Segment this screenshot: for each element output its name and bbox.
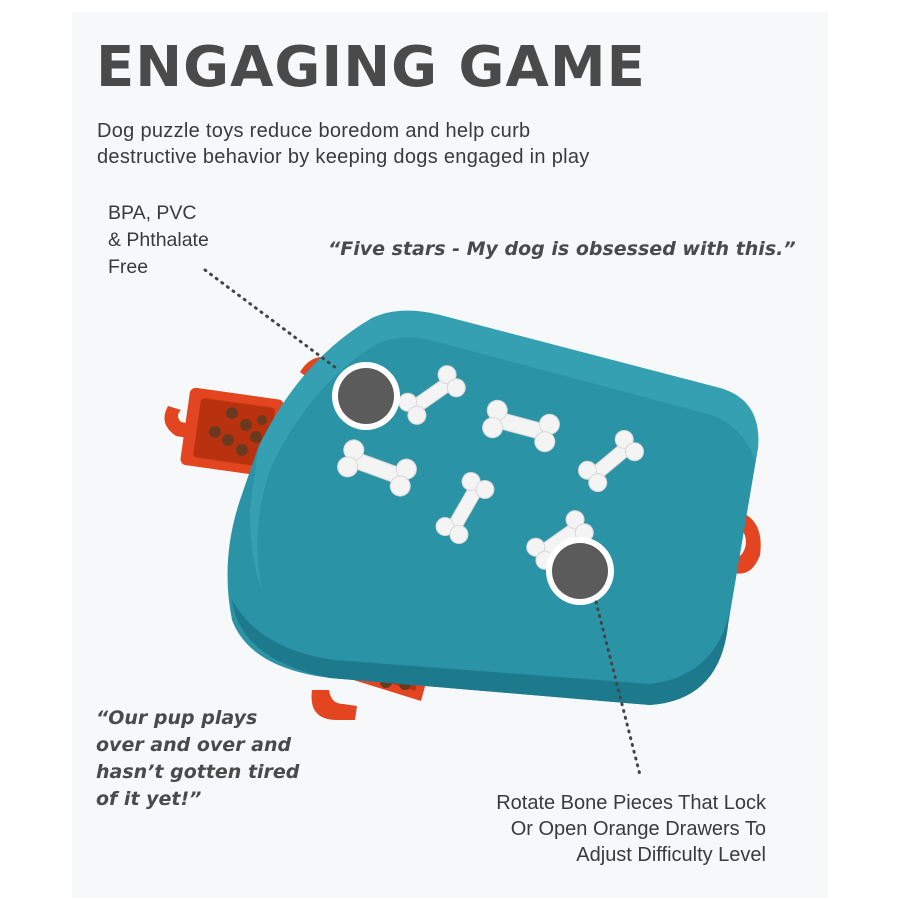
difficulty-callout: Rotate Bone Pieces That Lock Or Open Ora… bbox=[496, 790, 766, 868]
review-quote-line: of it yet!” bbox=[96, 788, 202, 810]
leader-line-difficulty bbox=[594, 600, 642, 777]
subheadline: Dog puzzle toys reduce boredom and help … bbox=[97, 118, 717, 170]
difficulty-callout-line: Or Open Orange Drawers To bbox=[510, 818, 766, 840]
bone-pieces bbox=[337, 365, 645, 570]
headline: ENGAGING GAME bbox=[96, 35, 646, 100]
review-quote-line: hasn’t gotten tired bbox=[96, 761, 300, 783]
subheadline-line: Dog puzzle toys reduce boredom and help … bbox=[97, 120, 531, 142]
marker-circle-top bbox=[332, 362, 400, 430]
review-quote-line: over and over and bbox=[96, 734, 292, 756]
marker-circle-bottom bbox=[546, 537, 614, 605]
materials-callout: BPA, PVC & Phthalate Free bbox=[108, 200, 209, 281]
materials-callout-line: & Phthalate bbox=[108, 229, 209, 251]
leader-line-materials bbox=[203, 268, 338, 370]
subheadline-line: destructive behavior by keeping dogs eng… bbox=[97, 146, 590, 168]
difficulty-callout-line: Rotate Bone Pieces That Lock bbox=[496, 792, 766, 814]
materials-callout-line: Free bbox=[108, 256, 149, 278]
review-quote-line: “Our pup plays bbox=[96, 707, 258, 729]
difficulty-callout-line: Adjust Difficulty Level bbox=[576, 844, 766, 866]
review-quote-bottom: “Our pup plays over and over and hasn’t … bbox=[96, 705, 299, 813]
review-quote-top: “Five stars - My dog is obsessed with th… bbox=[328, 238, 796, 260]
materials-callout-line: BPA, PVC bbox=[108, 202, 197, 224]
